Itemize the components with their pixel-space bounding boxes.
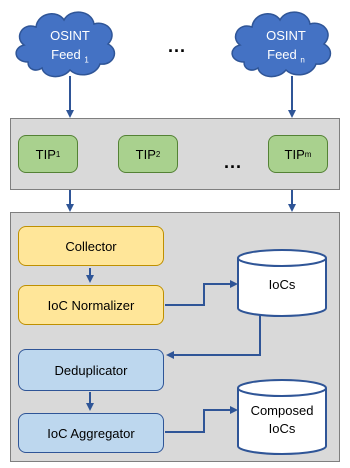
- osint-feed-n-prefix: Feed: [267, 47, 297, 62]
- osint-feed-1-label: OSINT Feed 1: [34, 26, 106, 70]
- iocs-store-label: IoCs: [268, 277, 296, 292]
- collector-box: Collector: [18, 226, 164, 266]
- composed-iocs-store-label: Composed IoCs: [238, 402, 326, 438]
- osint-feed-1-subtitle: Feed 1: [34, 45, 106, 70]
- ioc-normalizer-box: IoC Normalizer: [18, 285, 164, 325]
- osint-feed-1-index: 1: [84, 55, 89, 65]
- tip-m-index: m: [304, 149, 312, 159]
- osint-feed-1-cloud-icon: [15, 11, 116, 78]
- osint-feed-n-index: n: [300, 55, 305, 65]
- osint-feed-n-subtitle: Feed n: [250, 45, 322, 70]
- tip-1-index: 1: [55, 149, 61, 159]
- composed-iocs-database-icon: [237, 379, 327, 455]
- tip-m-label: TIP: [284, 146, 305, 162]
- iocs-database-icon: [237, 249, 327, 317]
- osint-feed-1-title: OSINT: [50, 28, 90, 43]
- tip-2-label: TIP: [135, 146, 156, 162]
- osint-feed-1-prefix: Feed: [51, 47, 81, 62]
- osint-feed-n-title: OSINT: [266, 28, 306, 43]
- tip-1-label: TIP: [35, 146, 56, 162]
- tips-ellipsis: ...: [224, 152, 243, 172]
- deduplicator-box: Deduplicator: [18, 349, 164, 391]
- ioc-aggregator-box: IoC Aggregator: [18, 413, 164, 453]
- osint-feed-n-cloud-icon: [231, 11, 332, 78]
- osint-feed-n-label: OSINT Feed n: [250, 26, 322, 70]
- composed-iocs-line1: Composed: [250, 403, 314, 418]
- aggregator-to-composed-arrow: [165, 406, 238, 433]
- normalizer-to-iocs-arrow: [165, 280, 238, 306]
- composed-iocs-line2: IoCs: [268, 421, 296, 436]
- iocs-to-deduplicator-arrow: [166, 312, 261, 359]
- feeds-ellipsis: ...: [168, 36, 187, 56]
- tip-2-index: 2: [155, 149, 161, 159]
